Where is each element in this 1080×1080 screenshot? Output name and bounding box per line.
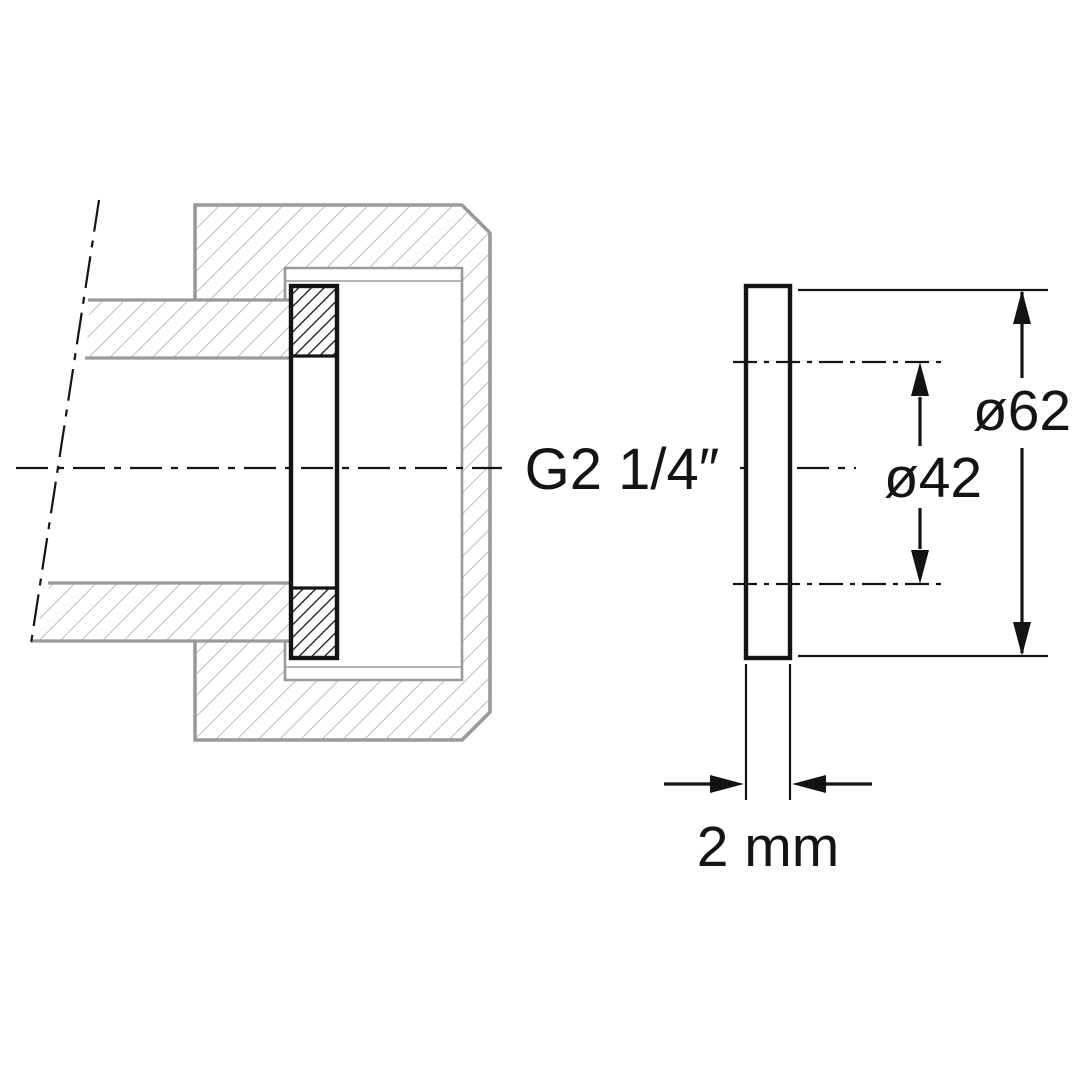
gasket-section-view [288,283,340,661]
arrowhead-up [911,362,929,396]
thread-lines [285,280,462,668]
inner-diameter-label: ø42 [884,446,982,510]
thickness-label: 2 mm [697,815,840,879]
gasket-section-outline [288,283,340,661]
dim-outer-diameter: ø62 [798,288,1071,658]
arrowhead-left [792,775,826,793]
nut-outer-outline [193,203,492,742]
arrowhead-down [1013,622,1031,656]
break-line [28,199,101,651]
gasket-section-inner-edges [291,354,337,590]
gasket-side-view [733,283,945,661]
inner-diameter-centerlines [733,360,945,586]
nut-right-wall-hatch [462,268,490,680]
pipe-top-wall-outline [85,298,291,360]
nut-bottom-wall-hatch [195,640,490,740]
pipe-bottom-wall-outline [31,581,291,643]
arrowhead-right [710,775,744,793]
gasket-side-body [743,283,793,661]
gasket-section-bottom-hatch [291,588,337,658]
arrowhead-up [1013,290,1031,324]
gasket-section-top-hatch [291,286,337,356]
outer-diameter-label: ø62 [973,379,1071,443]
nut-bore-outline [283,266,464,682]
dim-thickness: 2 mm [664,664,872,879]
thread-size-label: G2 1/4″ [525,437,720,502]
outer-diameter-extension-lines [798,288,1048,658]
nut-top-wall-hatch [195,205,490,300]
dim-inner-diameter: ø42 [884,362,982,584]
thickness-extension-lines [744,664,792,800]
fitting-section-view [28,199,492,742]
pipe-walls [31,298,291,643]
arrowhead-down [911,550,929,584]
pipe-bottom-wall-hatch [33,584,291,641]
pipe-top-wall-hatch [86,301,291,358]
